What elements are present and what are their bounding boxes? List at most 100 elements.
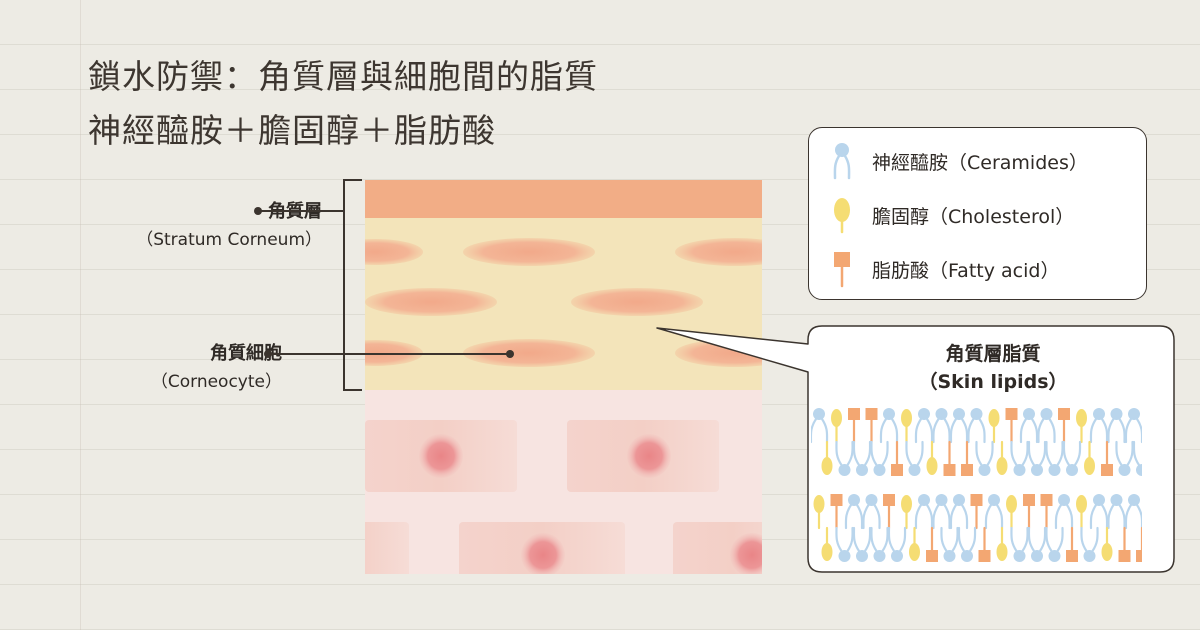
ceramide-molecule (949, 408, 969, 444)
ceramide-molecule (1027, 526, 1047, 562)
fatty-acid-molecule (865, 408, 878, 444)
legend-item-cholesterol: 膽固醇（Cholesterol） (826, 195, 1074, 235)
fatty-acid-molecule (1118, 526, 1131, 562)
fatty-acid-molecule (943, 440, 956, 476)
page-subtitle: 神經醯胺＋膽固醇＋脂肪酸 (88, 111, 496, 150)
ceramide-molecule (1080, 526, 1099, 562)
lipid-callout-title-zh: 角質層脂質 (945, 343, 1041, 365)
cholesterol-molecule (909, 526, 920, 561)
ceramide-molecule (975, 440, 994, 476)
lipid-bilayer-illustration (811, 408, 1142, 562)
cholesterol-molecule (901, 495, 912, 530)
cholesterol-molecule (988, 409, 1000, 444)
cholesterol-molecule (996, 440, 1008, 475)
cholesterol-molecule (831, 409, 842, 444)
corneocyte-label: 角質細胞 （Corneocyte） (151, 340, 282, 396)
legend-label-fatty-acid: 脂肪酸（Fatty acid） (872, 259, 1060, 282)
cholesterol-molecule (821, 440, 833, 475)
legend-box (808, 127, 1147, 300)
ceramide-molecule (870, 526, 889, 562)
ceramide-molecule (862, 494, 881, 530)
corneocyte-target-dot (506, 350, 514, 358)
fatty-acid-molecule (961, 440, 973, 476)
ceramide-molecule (835, 440, 854, 476)
cell-nucleus (627, 434, 671, 478)
cholesterol-molecule (901, 409, 912, 444)
fatty-acid-icon (826, 249, 858, 289)
ceramide-molecule (1089, 494, 1109, 530)
ceramide-molecule (905, 440, 924, 476)
ceramide-molecule (984, 494, 1004, 530)
ceramide-molecule (852, 526, 872, 562)
ceramide-molecule (1027, 440, 1047, 476)
fatty-acid-molecule (891, 440, 903, 476)
fatty-acid-molecule (1005, 408, 1018, 444)
cell-nucleus (419, 434, 463, 478)
lipid-callout-title-en: （Skin lipids） (918, 371, 1068, 393)
cholesterol-molecule (1084, 440, 1095, 475)
stratum-corneum-label-en: （Stratum Corneum） (136, 230, 322, 250)
cholesterol-molecule (1006, 495, 1017, 530)
cholesterol-icon (826, 195, 858, 235)
cell-nucleus (730, 533, 762, 574)
ceramide-molecule (1107, 408, 1126, 444)
ceramide-molecule (852, 440, 872, 476)
fatty-acid-molecule (1023, 494, 1035, 530)
ceramide-molecule (949, 494, 969, 530)
fatty-acid-molecule (1101, 440, 1113, 476)
fatty-acid-molecule (830, 494, 843, 530)
ceramide-molecule (1132, 440, 1142, 476)
ceramide-molecule (1019, 408, 1039, 444)
ceramide-molecule (835, 526, 854, 562)
ceramide-icon (826, 141, 858, 181)
ceramide-molecule (1124, 408, 1142, 444)
ceramide-molecule (844, 494, 864, 530)
cholesterol-molecule (996, 526, 1008, 561)
ceramide-molecule (1010, 440, 1029, 476)
fatty-acid-molecule (883, 494, 895, 530)
ceramide-molecule (914, 408, 934, 444)
ceramide-molecule (1045, 526, 1064, 562)
legend-item-ceramides: 神經醯胺（Ceramides） (826, 141, 1088, 181)
skin-cross-section (365, 180, 762, 574)
stratum-bracket (343, 179, 362, 391)
legend-item-fatty-acid: 脂肪酸（Fatty acid） (826, 249, 1059, 289)
cholesterol-molecule (1076, 495, 1087, 530)
cell-nucleus (521, 533, 565, 574)
cholesterol-molecule (926, 440, 938, 475)
fatty-acid-molecule (970, 494, 983, 530)
fatty-acid-molecule (926, 526, 938, 562)
cholesterol-molecule (813, 495, 825, 530)
fatty-acid-molecule (1136, 526, 1142, 562)
ceramide-molecule (940, 526, 959, 562)
legend-label-cholesterol: 膽固醇（Cholesterol） (872, 205, 1075, 228)
corneocyte-label-en: （Corneocyte） (150, 372, 282, 392)
ceramide-molecule (1124, 494, 1142, 530)
ceramide-molecule (879, 408, 899, 444)
ceramide-molecule (957, 526, 977, 562)
fatty-acid-molecule (1058, 408, 1070, 444)
cholesterol-molecule (1076, 409, 1087, 444)
cholesterol-molecule (1101, 526, 1113, 561)
page-title: 鎖水防禦：角質層與細胞間的脂質 (88, 57, 598, 96)
ceramide-molecule (1062, 440, 1082, 476)
ceramide-molecule (870, 440, 889, 476)
stratum-top-band (365, 180, 762, 218)
corneocyte-cell (463, 238, 595, 266)
corneocyte-cell (675, 238, 762, 266)
legend-label-ceramides: 神經醯胺（Ceramides） (872, 151, 1088, 174)
ceramide-molecule (1089, 408, 1109, 444)
ceramide-molecule (932, 494, 951, 530)
fatty-acid-molecule (1066, 526, 1078, 562)
paper-margin-line (80, 0, 81, 630)
fatty-acid-molecule (848, 408, 860, 444)
ceramide-molecule (1010, 526, 1029, 562)
ceramide-molecule (914, 494, 934, 530)
ceramide-molecule (1045, 440, 1064, 476)
living-cell (365, 522, 409, 574)
ceramide-molecule (1037, 408, 1056, 444)
ceramide-molecule (967, 408, 986, 444)
ceramide-molecule (1107, 494, 1126, 530)
lipid-callout-bubble (656, 325, 1175, 573)
